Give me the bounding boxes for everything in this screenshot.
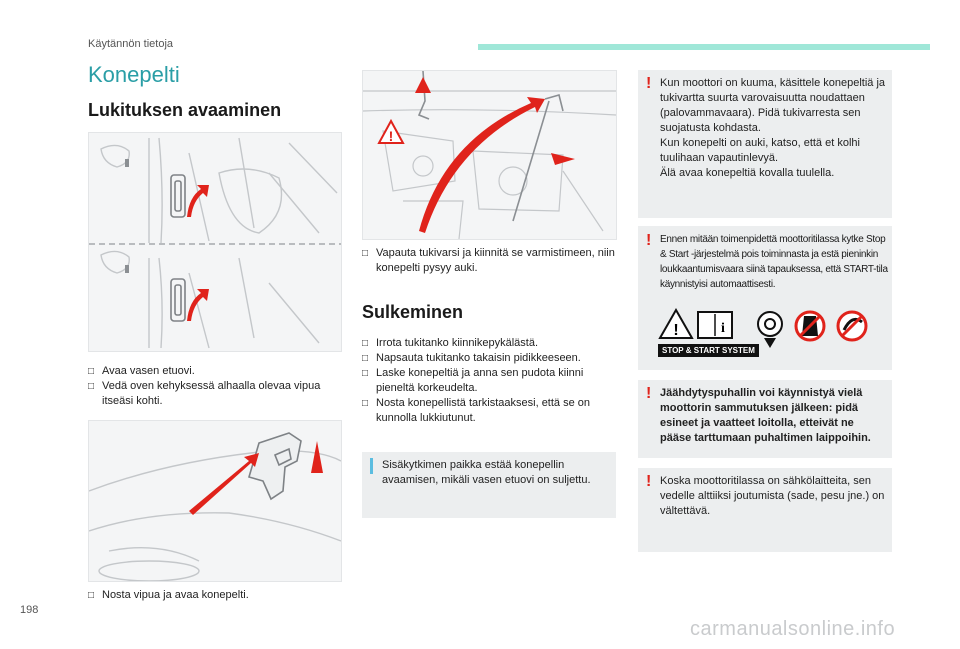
page-title: Konepelti: [88, 62, 180, 87]
closing-steps: □ Irrota tukitanko kiinnikepykälästä. □ Na…: [362, 336, 616, 426]
hood-lever-illustration: [89, 432, 341, 581]
door-lever-illustration: [89, 137, 341, 349]
warning-text: Ennen mitään toimenpidettä moottoritilas…: [660, 234, 888, 290]
svg-text:!: !: [673, 322, 678, 339]
exclamation-icon: !: [646, 473, 652, 490]
watermark: carmanualsonline.info: [690, 618, 896, 640]
warning-box-water: ! Koska moottoritilassa on sähkölaitteit…: [638, 468, 892, 552]
step-text: Irrota tukitanko kiinnikepykälästä.: [376, 337, 539, 349]
chapter-bar: [478, 44, 930, 50]
step-item: □ Vedä oven kehyksessä alhaalla olevaa vi…: [88, 379, 338, 409]
square-bullet-icon: □: [88, 590, 95, 601]
step-item: □ Nosta konepellistä tarkistaaksesi, että…: [362, 396, 616, 426]
warning-paragraph: Kun konepelti on auki, katso, että et ko…: [660, 137, 860, 164]
square-bullet-icon: □: [362, 338, 369, 349]
svg-text:!: !: [389, 128, 394, 144]
square-bullet-icon: □: [362, 248, 369, 259]
step-text: Napsauta tukitanko takaisin pidikkeeseen…: [376, 352, 581, 364]
step-text: Vapauta tukivarsi ja kiinnitä se varmist…: [376, 247, 615, 274]
square-bullet-icon: □: [362, 353, 369, 364]
square-bullet-icon: □: [362, 368, 369, 379]
step-text: Nosta vipua ja avaa konepelti.: [102, 589, 249, 601]
step-item: □ Vapauta tukivarsi ja kiinnitä se varmis…: [362, 246, 616, 276]
exclamation-icon: !: [646, 232, 652, 249]
stop-start-icons: ! i STOP & START SYSTEM: [658, 308, 884, 358]
figure-hood-lever: [88, 420, 342, 582]
square-bullet-icon: □: [362, 398, 369, 409]
step-text: Vedä oven kehyksessä alhaalla olevaa vip…: [102, 380, 321, 407]
chapter-title: Käytännön tietoja: [88, 38, 174, 50]
warning-paragraph: Älä avaa konepeltiä kovalla tuulella.: [660, 167, 835, 179]
step-text: Avaa vasen etuovi.: [102, 365, 195, 377]
square-bullet-icon: □: [88, 366, 95, 377]
warning-box-stop-start: ! Ennen mitään toimenpidettä moottoritil…: [638, 226, 892, 370]
unlock-steps: □ Avaa vasen etuovi. □ Vedä oven kehyksess…: [88, 364, 338, 409]
warning-paragraph: Kun moottori on kuuma, käsittele konepel…: [660, 77, 886, 134]
figure-hood-support: !: [362, 70, 617, 240]
step-item: □ Napsauta tukitanko takaisin pidikkeesee…: [362, 351, 616, 366]
warning-box-fan: ! Jäähdytyspuhallin voi käynnistyä vielä…: [638, 380, 892, 458]
step-item: □ Laske konepeltiä ja anna sen pudota kii…: [362, 366, 616, 396]
step-text: Nosta konepellistä tarkistaaksesi, että …: [376, 397, 591, 424]
info-box: Sisäkytkimen paikka estää konepellin ava…: [362, 452, 616, 518]
stop-start-label: STOP & START SYSTEM: [658, 344, 759, 357]
svg-text:i: i: [721, 321, 725, 336]
figure-door-lever: [88, 132, 342, 352]
step-item: □ Nosta vipua ja avaa konepelti.: [88, 588, 338, 603]
open-step: □ Vapauta tukivarsi ja kiinnitä se varmis…: [362, 246, 616, 276]
bottom-step: □ Nosta vipua ja avaa konepelti.: [88, 588, 338, 603]
page-number: 198: [20, 604, 39, 616]
step-item: □ Avaa vasen etuovi.: [88, 364, 338, 379]
warning-text: Jäähdytyspuhallin voi käynnistyä vielä m…: [660, 387, 871, 444]
stop-start-pictograms: ! i: [658, 308, 868, 348]
square-bullet-icon: □: [88, 381, 95, 392]
warning-text: Kun moottori on kuuma, käsittele konepel…: [660, 76, 886, 181]
section-heading-closing: Sulkeminen: [362, 302, 464, 322]
hood-support-illustration: !: [363, 71, 616, 239]
exclamation-icon: !: [646, 75, 652, 92]
info-bar-icon: [370, 458, 373, 474]
step-text: Laske konepeltiä ja anna sen pudota kiin…: [376, 367, 584, 394]
warning-box-hot-engine: ! Kun moottori on kuuma, käsittele konep…: [638, 70, 892, 218]
info-text: Sisäkytkimen paikka estää konepellin ava…: [382, 459, 591, 486]
section-heading-unlock: Lukituksen avaaminen: [88, 100, 282, 120]
exclamation-icon: !: [646, 385, 652, 402]
step-item: □ Irrota tukitanko kiinnikepykälästä.: [362, 336, 616, 351]
warning-text: Koska moottoritilassa on sähkölaitteita,…: [660, 475, 885, 517]
